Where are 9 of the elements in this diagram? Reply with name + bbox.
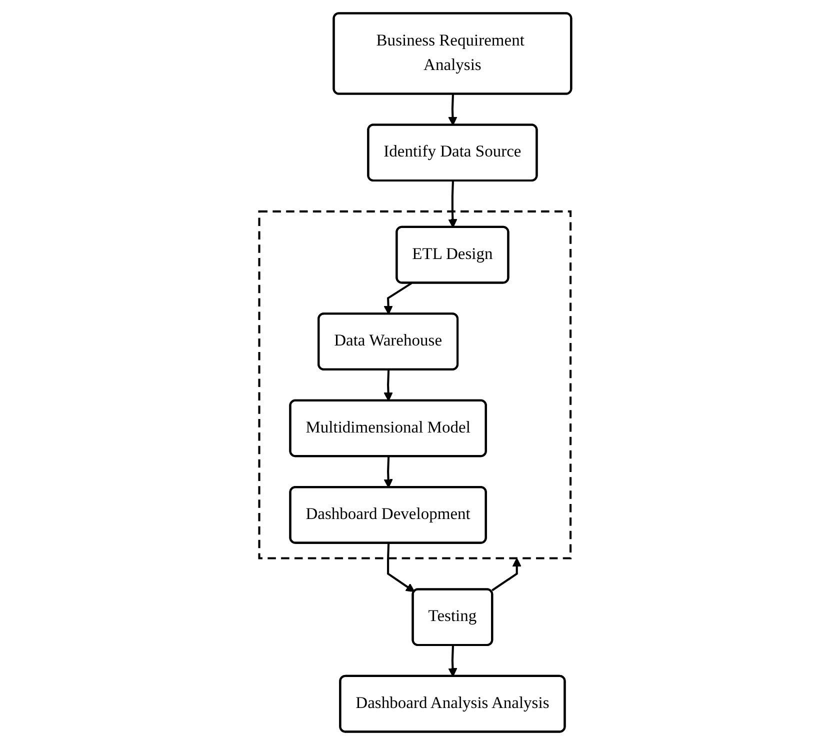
arrow [386, 543, 415, 592]
arrow [491, 558, 522, 592]
arrow [384, 370, 393, 402]
arrow [448, 94, 458, 126]
arrow [448, 645, 458, 677]
arrow [384, 282, 412, 315]
arrow [448, 180, 458, 228]
arrow [384, 456, 393, 488]
cluster [258, 210, 572, 560]
